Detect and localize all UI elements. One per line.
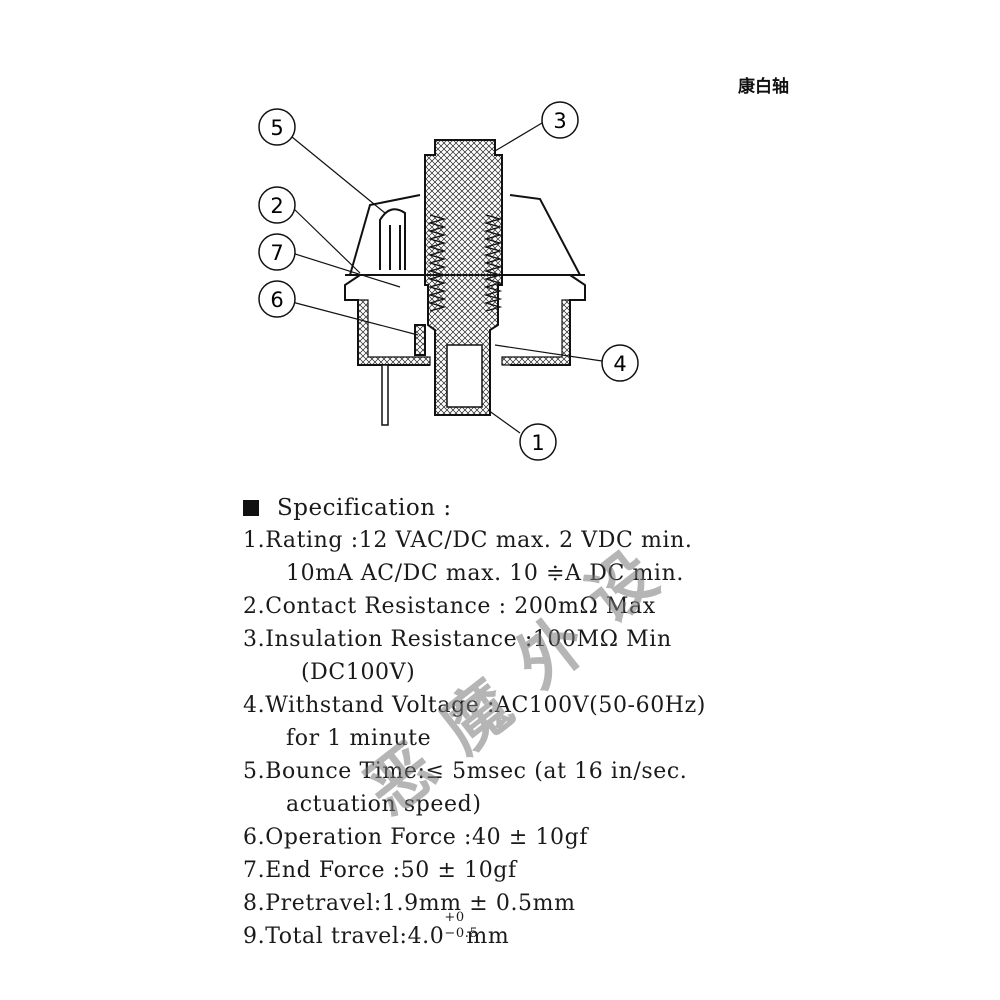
spec-item-num: 6. — [243, 825, 266, 850]
spec-item-text: Bounce Time:≤ 5msec (at 16 in/sec. — [265, 759, 688, 784]
callout-6: 6 — [258, 280, 296, 318]
switch-cross-section-diagram: 5 2 7 6 3 4 1 — [258, 101, 639, 461]
spec-item-num: 8. — [243, 891, 266, 916]
spec-item-continuation: for 1 minute — [286, 726, 432, 751]
spec-item-text: Withstand Voltage :AC100V(50-60Hz) — [265, 693, 706, 718]
callout-5-label: 5 — [270, 116, 283, 140]
callout-3: 3 — [541, 101, 579, 139]
callout-4-label: 4 — [613, 352, 626, 376]
spec-item-text: End Force :50 ± 10gf — [265, 858, 517, 883]
spec-item-text: Operation Force :40 ± 10gf — [265, 825, 589, 850]
callout-7-label: 7 — [270, 241, 283, 265]
spec-item-text: Insulation Resistance :100MΩ Min — [265, 627, 672, 652]
callout-2-label: 2 — [270, 194, 283, 218]
spec-item-continuation: 10mA AC/DC max. 10 ≑A DC min. — [286, 561, 684, 586]
callout-1: 1 — [519, 423, 557, 461]
spec-item: 6.Operation Force :40 ± 10gf — [243, 821, 943, 854]
spec-item-9-text: Total travel:4.0 — [265, 924, 445, 949]
spec-item-text: Rating :12 VAC/DC max. 2 VDC min. — [265, 528, 693, 553]
spec-item-num: 3. — [243, 627, 266, 652]
spec-title-text: Specification : — [277, 495, 452, 521]
spec-item-9-num: 9. — [243, 924, 266, 949]
spec-item-text: Pretravel:1.9mm ± 0.5mm — [265, 891, 576, 916]
spec-item-num: 4. — [243, 693, 266, 718]
callout-7: 7 — [258, 233, 296, 271]
square-bullet-icon — [243, 500, 259, 516]
callout-4: 4 — [601, 344, 639, 382]
tolerance-lower: −0.5 — [444, 926, 479, 941]
spec-item: 1.Rating :12 VAC/DC max. 2 VDC min. — [243, 524, 943, 557]
spec-item-continuation: actuation speed) — [286, 792, 482, 817]
callout-1-label: 1 — [531, 431, 544, 455]
spec-item-text: Contact Resistance : 200mΩ Max — [265, 594, 656, 619]
spring — [427, 214, 503, 312]
spec-item: 8.Pretravel:1.9mm ± 0.5mm — [243, 887, 943, 920]
specification-list: Specification : 1.Rating :12 VAC/DC max.… — [243, 492, 943, 953]
spec-item-continuation: (DC100V) — [301, 660, 416, 685]
spec-item: 2.Contact Resistance : 200mΩ Max — [243, 590, 943, 623]
tolerance-upper: +0 — [444, 910, 465, 925]
spec-item-9-unit: mm — [466, 924, 510, 949]
callout-2: 2 — [258, 186, 296, 224]
spec-item-num: 1. — [243, 528, 266, 553]
spec-item-num: 7. — [243, 858, 266, 883]
callout-3-label: 3 — [553, 109, 566, 133]
spec-item: 5.Bounce Time:≤ 5msec (at 16 in/sec. — [243, 755, 943, 788]
callout-6-label: 6 — [270, 288, 283, 312]
callout-5: 5 — [258, 108, 296, 146]
tolerance: +0−0.5 — [444, 911, 477, 943]
terminal-pin — [381, 364, 389, 426]
contact-leaf — [379, 208, 426, 356]
spec-item-num: 2. — [243, 594, 266, 619]
spec-item-num: 5. — [243, 759, 266, 784]
spec-item: 3.Insulation Resistance :100MΩ Min — [243, 623, 943, 656]
spec-item: 4.Withstand Voltage :AC100V(50-60Hz) — [243, 689, 943, 722]
spec-item: 7.End Force :50 ± 10gf — [243, 854, 943, 887]
spec-title: Specification : — [243, 492, 943, 524]
page-label: 康白轴 — [738, 77, 789, 97]
